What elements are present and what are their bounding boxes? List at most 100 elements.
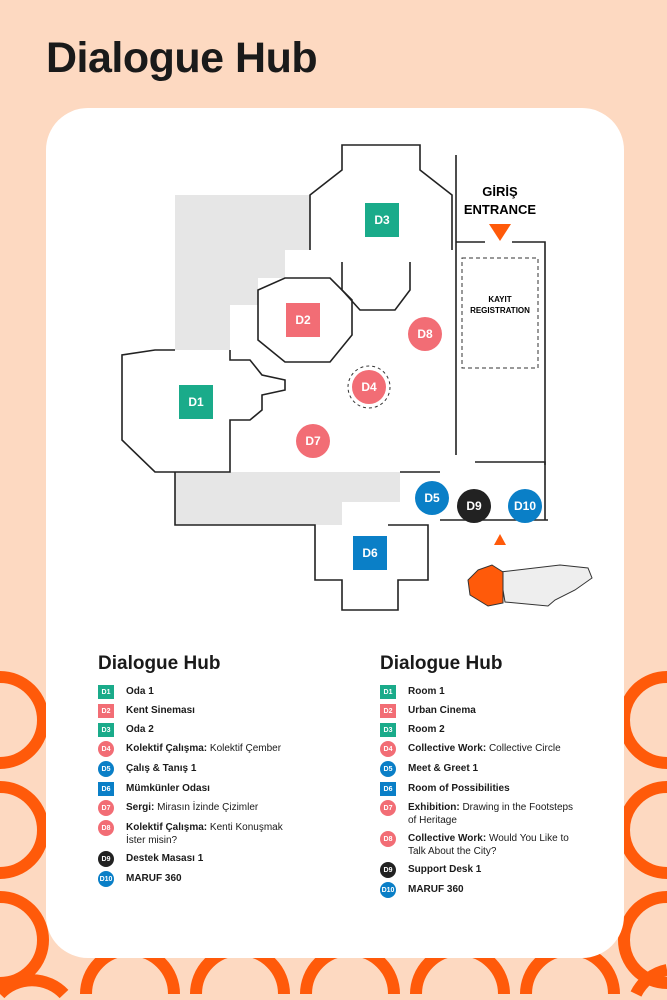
legend-code-badge: D6 — [380, 782, 396, 796]
minimap — [467, 564, 593, 607]
marker-shape — [365, 203, 399, 237]
marker-shape — [457, 489, 491, 523]
legend-bold: Mümkünler Odası — [126, 783, 210, 794]
legend-text: Collective Work: Collective Circle — [408, 742, 583, 755]
legend-text: Room 1 — [408, 685, 583, 698]
legend-rest: Collective Circle — [486, 743, 561, 754]
marker-label: D6 — [362, 546, 378, 560]
legend-code-badge: D9 — [98, 851, 114, 867]
legend-text: Kolektif Çalışma: Kolektif Çember — [126, 742, 301, 755]
legend-code-badge: D6 — [98, 782, 114, 796]
legend-item: D3 Room 2 — [380, 723, 640, 737]
legend-rest: Mirasın İzinde Çizimler — [154, 802, 259, 813]
legend-bold: MARUF 360 — [408, 884, 464, 895]
legend-item: D1 Room 1 — [380, 685, 640, 699]
marker-shape — [179, 385, 213, 419]
legend-rest: Would You Like to Talk About the City? — [408, 833, 569, 857]
legend-text: Exhibition: Drawing in the Footsteps of … — [408, 801, 583, 827]
gray-area-bottom — [175, 472, 400, 525]
legend-bold: Kolektif Çalışma: — [126, 743, 208, 754]
legend-text: Room 2 — [408, 723, 583, 736]
legend-rest: Kenti Konuşmak İster misin? — [126, 822, 283, 846]
legend-text: Kolektif Çalışma: Kenti Konuşmak İster m… — [126, 821, 301, 847]
legend-item: D7 Exhibition: Drawing in the Footsteps o… — [380, 800, 640, 827]
legend-item: D9 Support Desk 1 — [380, 862, 640, 878]
legend-item: D10 MARUF 360 — [98, 871, 358, 887]
entrance-tr: GİRİŞ — [482, 184, 518, 199]
marker-shape — [296, 424, 330, 458]
marker-d7: D7 — [296, 424, 330, 458]
marker-d4: D4 — [352, 370, 386, 404]
legend-bold: Çalış & Tanış 1 — [126, 763, 197, 774]
legend-text: MARUF 360 — [408, 883, 583, 896]
legend-title: Dialogue Hub — [98, 653, 221, 674]
legend-code-badge: D7 — [380, 800, 396, 816]
marker-d10: D10 — [508, 489, 542, 523]
registration-area — [461, 257, 539, 369]
marker-d6: D6 — [353, 536, 387, 570]
legend-item: D5 Çalış & Tanış 1 — [98, 761, 358, 777]
legend-rest: Drawing in the Footsteps of Heritage — [408, 802, 574, 826]
legend-code-badge: D2 — [380, 704, 396, 718]
legend-code-badge: D1 — [380, 685, 396, 699]
registration-en: REGISTRATION — [470, 306, 530, 315]
legend-text: Oda 2 — [126, 723, 301, 736]
legend-item: D3 Oda 2 — [98, 723, 358, 737]
legend-bold: Room 1 — [408, 686, 445, 697]
marker-label: D5 — [424, 491, 440, 505]
legend-bold: Sergi: — [126, 802, 155, 813]
entrance-en: ENTRANCE — [464, 202, 537, 217]
legend-rest: Kolektif Çember — [207, 743, 282, 754]
legend-code-badge: D5 — [98, 761, 114, 777]
legend-text: Destek Masası 1 — [126, 852, 301, 865]
legend-code-badge: D1 — [98, 685, 114, 699]
marker-d3: D3 — [365, 203, 399, 237]
legend-code-badge: D2 — [98, 704, 114, 718]
marker-d1: D1 — [179, 385, 213, 419]
marker-d2: D2 — [286, 303, 320, 337]
marker-label: D8 — [417, 327, 433, 341]
legend-item: D8 Collective Work: Would You Like to Tal… — [380, 831, 640, 858]
legend-bold: Kolektif Çalışma: — [126, 822, 208, 833]
legend-item: D1 Oda 1 — [98, 685, 358, 699]
legend-code-badge: D10 — [98, 871, 114, 887]
page-title: Dialogue Hub — [46, 34, 318, 82]
marker-d9: D9 — [457, 489, 491, 523]
marker-shape — [508, 489, 542, 523]
legend-text: Oda 1 — [126, 685, 301, 698]
legend-item: D9 Destek Masası 1 — [98, 851, 358, 867]
legend-code-badge: D7 — [98, 800, 114, 816]
legend-code-badge: D8 — [98, 820, 114, 836]
minimap-highlight — [467, 564, 504, 607]
legend-code-badge: D9 — [380, 862, 396, 878]
marker-d5: D5 — [415, 481, 449, 515]
legend-text: MARUF 360 — [126, 872, 301, 885]
marker-label: D7 — [305, 434, 321, 448]
legend-text: Collective Work: Would You Like to Talk … — [408, 832, 583, 858]
marker-d8: D8 — [408, 317, 442, 351]
legend-bold: MARUF 360 — [126, 873, 182, 884]
legend-bold: Meet & Greet 1 — [408, 763, 479, 774]
marker-label: D10 — [514, 499, 536, 513]
legend-text: Support Desk 1 — [408, 863, 583, 876]
legend-code-badge: D3 — [380, 723, 396, 737]
floor-plan: KAYIT REGISTRATION GİRİŞ ENTRANCE D1D2D3… — [121, 144, 593, 611]
legend-item: D8 Kolektif Çalışma: Kenti Konuşmak İster… — [98, 820, 358, 847]
legend-bold: Room of Possibilities — [408, 783, 510, 794]
legend-code-badge: D5 — [380, 761, 396, 777]
marker-shape — [415, 481, 449, 515]
legend-item: D5 Meet & Greet 1 — [380, 761, 640, 777]
legend-code-badge: D3 — [98, 723, 114, 737]
entrance-arrow-icon — [489, 224, 511, 241]
legend-code-badge: D8 — [380, 831, 396, 847]
legend-text: Meet & Greet 1 — [408, 762, 583, 775]
marker-label: D2 — [295, 313, 311, 327]
legend-bold: Destek Masası 1 — [126, 853, 204, 864]
